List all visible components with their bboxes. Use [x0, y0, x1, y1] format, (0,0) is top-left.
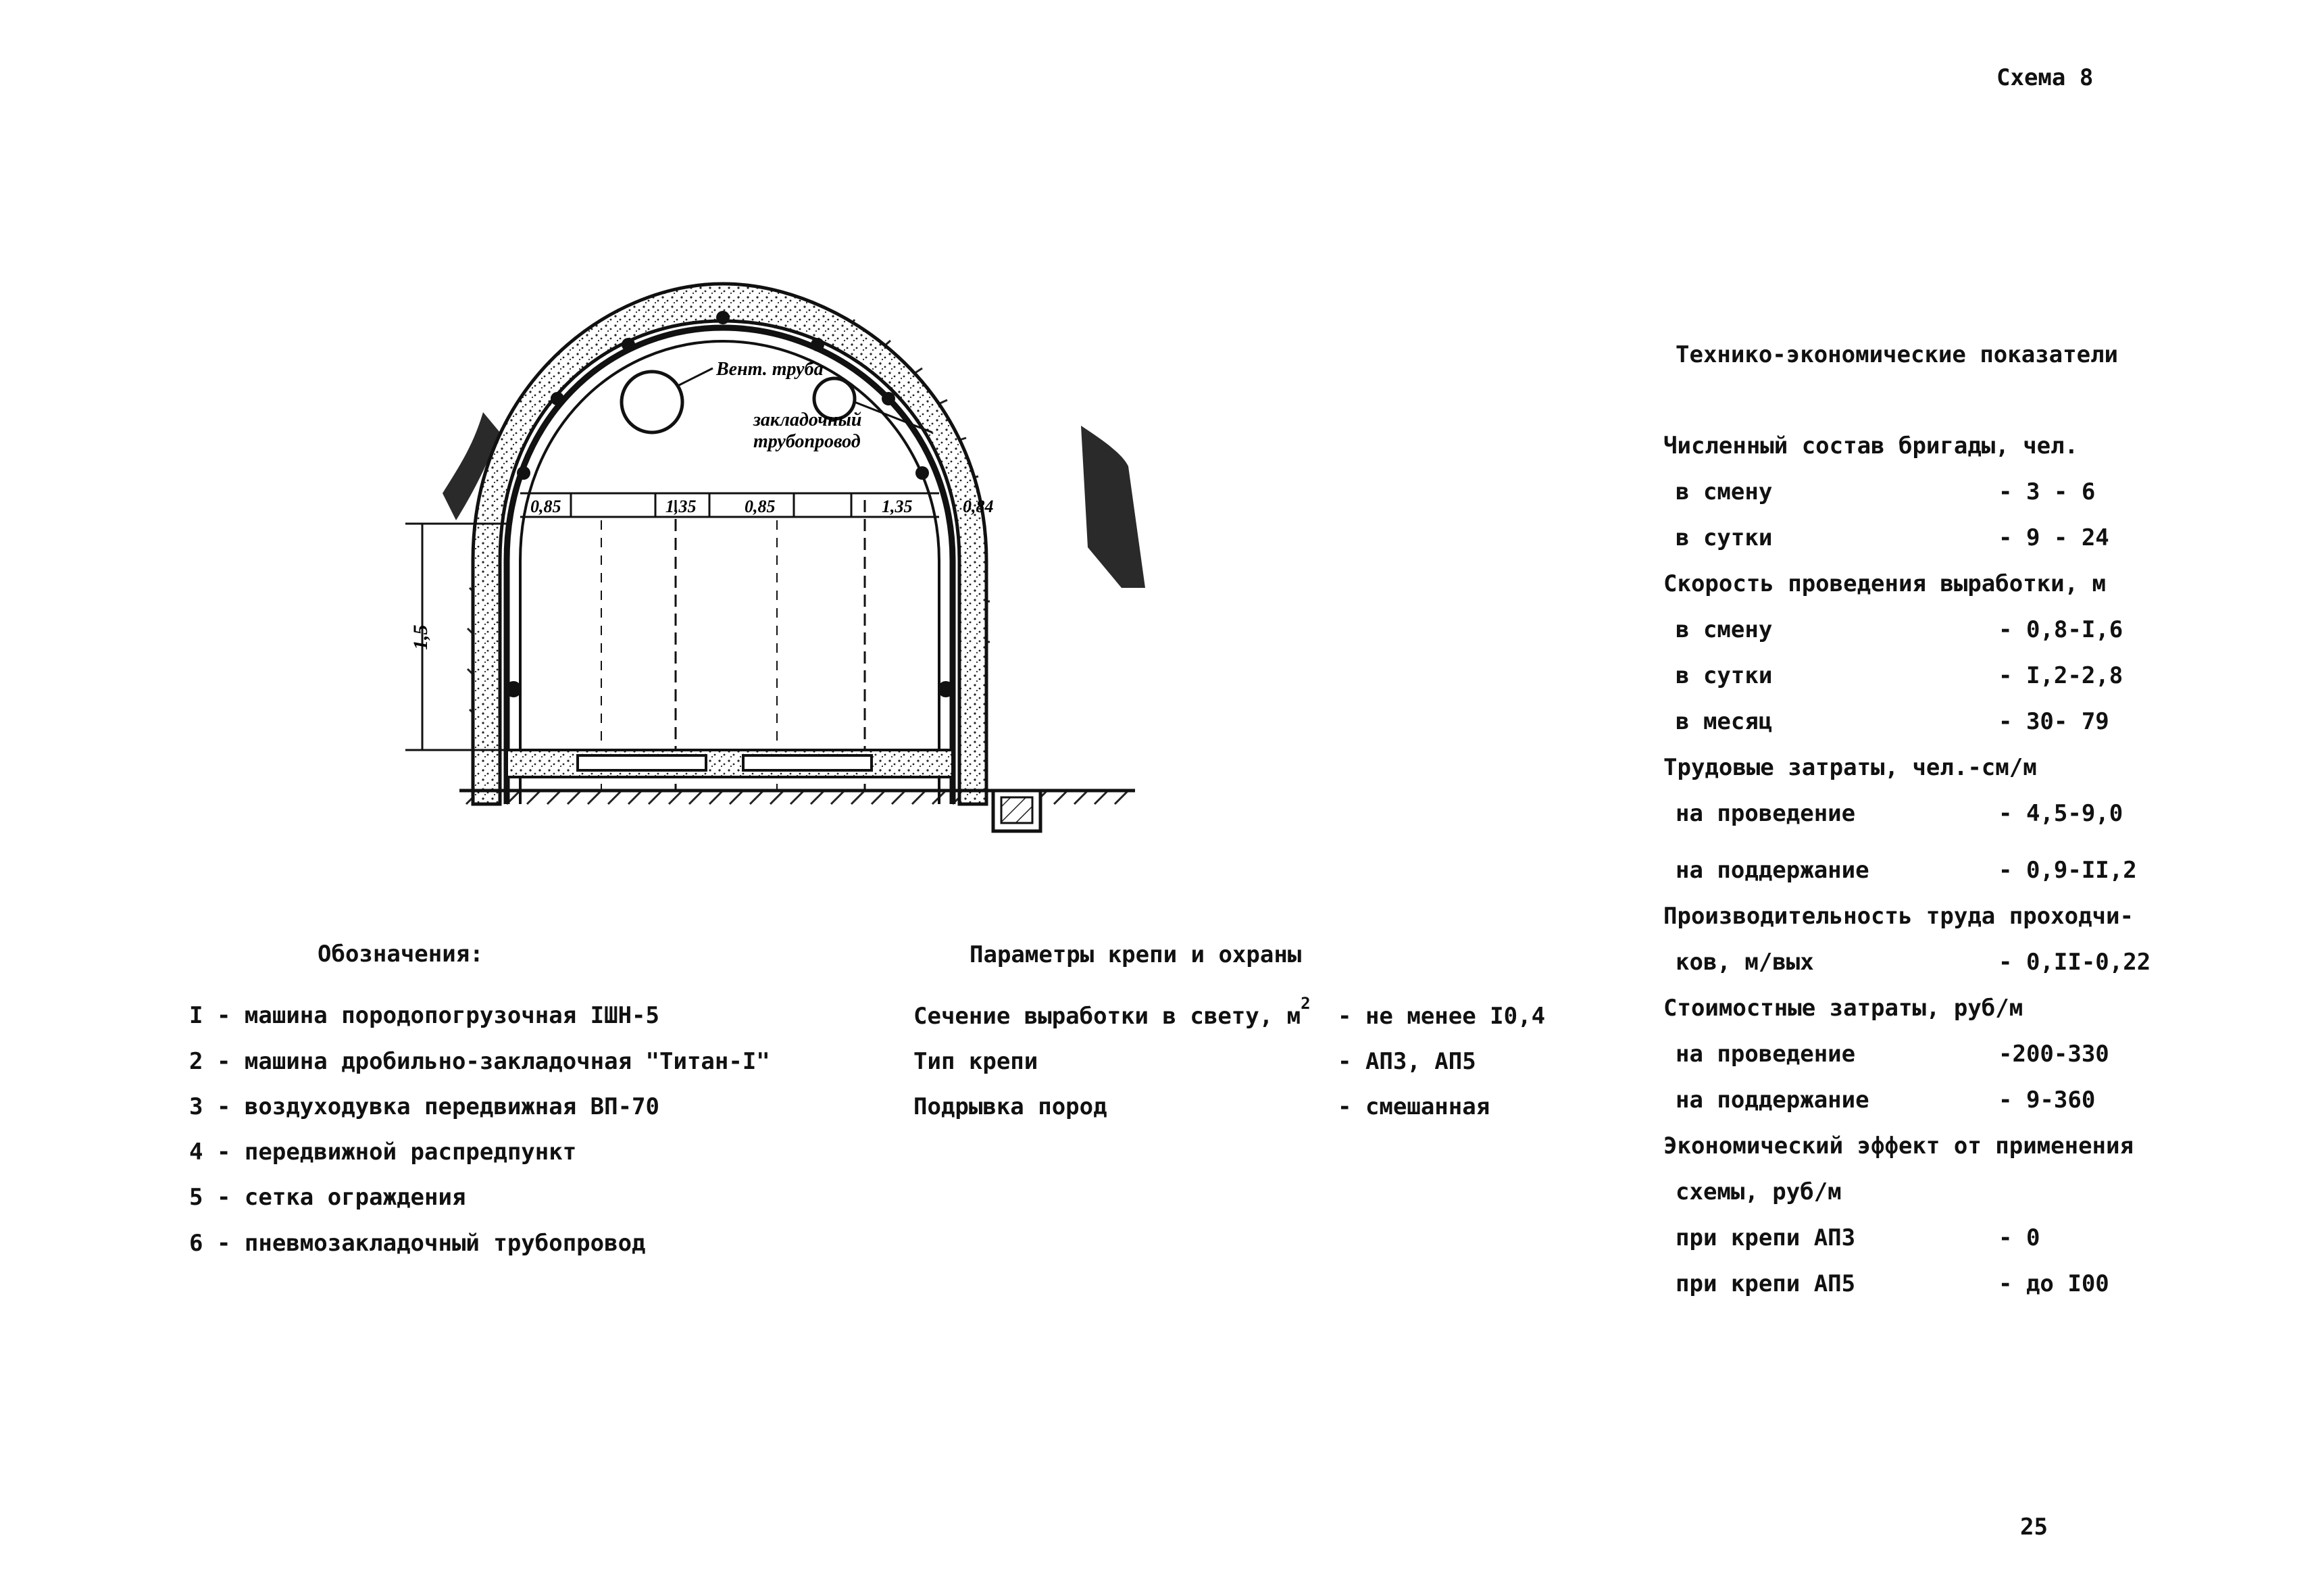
legend-item: 2 - машина дробильно-закладочная "Титан-…: [189, 1048, 770, 1075]
crusher-machine: [742, 754, 873, 772]
page-number: 25: [2020, 1514, 2048, 1541]
height-dimension: [405, 522, 507, 751]
tech-row-label: Скорость проведения выработки, м: [1663, 570, 2107, 597]
tech-row-label: на поддержание: [1676, 1087, 1869, 1114]
tech-row-label: при крепи АП5: [1676, 1270, 1856, 1297]
tech-row-label: на проведение: [1676, 800, 1856, 827]
legend-item-number: 6: [189, 1230, 203, 1257]
legend-item-text: пневмозакладочный трубопровод: [244, 1230, 646, 1257]
label-vent-pipe: Вент. труба: [715, 359, 824, 380]
tech-row-label: в смену: [1676, 478, 1773, 505]
tech-row-value: - 30- 79: [1998, 708, 2109, 735]
legend-item-number: 5: [189, 1184, 203, 1211]
floor-backfill: [505, 749, 954, 778]
tech-row-value: - до I00: [1998, 1270, 2109, 1297]
tech-row-value: - 9 - 24: [1998, 524, 2109, 551]
tech-row-label: на проведение: [1676, 1041, 1856, 1068]
legend-item: 3 - воздуходувка передвижная ВП-70: [189, 1093, 659, 1120]
arch-bolts: [505, 311, 954, 697]
tech-row-value: - 3 - 6: [1998, 478, 2096, 505]
tech-row-label: Экономический эффект от применения: [1663, 1132, 2134, 1159]
scheme-label: Схема 8: [1996, 64, 2094, 91]
arch-support: [503, 324, 956, 804]
tech-title: Технико-экономические показатели: [1676, 341, 2119, 368]
legend-item: I - машина породопогрузочная IШН-5: [189, 1002, 659, 1029]
tech-row-label: в месяц: [1676, 708, 1773, 735]
params-row-value: - смешанная: [1338, 1093, 1490, 1120]
loader-machine: [576, 754, 707, 772]
legend-item-text: передвижной распредпункт: [244, 1139, 577, 1166]
params-row-label: Сечение выработки в свету, м: [913, 1003, 1301, 1030]
tech-row-label: в сутки: [1676, 524, 1773, 551]
rock-mass-right: [1081, 426, 1145, 588]
tech-row-label: схемы, руб/м: [1676, 1178, 1842, 1205]
params-row-value: - АПЗ, АП5: [1338, 1048, 1476, 1075]
params-row-sup: 2: [1301, 994, 1311, 1013]
tech-row-label: Производительность труда проходчи-: [1663, 903, 2134, 930]
params-row-value: - не менее I0,4: [1338, 1003, 1546, 1030]
legend-item-number: 3: [189, 1093, 203, 1120]
tech-row-label: в смену: [1676, 616, 1773, 643]
tech-row-label: на поддержание: [1676, 857, 1869, 884]
label-backfill-pipe-2: трубопровод: [753, 431, 861, 452]
params-title: Параметры крепи и охраны: [970, 941, 1302, 968]
backfill-pipe: [812, 376, 857, 421]
tech-row-label: при крепи АПЗ: [1676, 1224, 1856, 1251]
legend-item-text: сетка ограждения: [244, 1184, 466, 1211]
legend-item-number: 2: [189, 1048, 203, 1075]
tech-row-value: - 0,8-I,6: [1998, 616, 2123, 643]
dim-3: 0,85: [745, 497, 776, 516]
tech-row-label: ков, м/вых: [1676, 949, 1814, 976]
tech-row-value: - 9-360: [1998, 1087, 2096, 1114]
params-row-label: Тип крепи: [913, 1048, 1038, 1075]
tech-row-value: -200-330: [1998, 1041, 2109, 1068]
legend-item: 5 - сетка ограждения: [189, 1184, 466, 1211]
legend-item-number: 4: [189, 1139, 203, 1166]
legend-item: 6 - пневмозакладочный трубопровод: [189, 1230, 646, 1257]
tech-row-value: - 0,9-II,2: [1998, 857, 2137, 884]
legend-item-text: машина породопогрузочная IШН-5: [244, 1002, 659, 1029]
rock-mass-left: [443, 412, 500, 520]
tunnel-cross-section-diagram: Вент. труба закладочный трубопровод 0,85…: [405, 282, 1145, 833]
tech-row-value: - 0: [1998, 1224, 2040, 1251]
legend-item-text: машина дробильно-закладочная "Титан-I": [244, 1048, 770, 1075]
height-label: 1,5: [409, 625, 432, 651]
tech-row-value: - 0,II-0,22: [1998, 949, 2151, 976]
tech-row-value: - 4,5-9,0: [1998, 800, 2123, 827]
legend-title: Обозначения:: [318, 941, 484, 968]
params-row-label: Подрывка пород: [913, 1093, 1107, 1120]
legend-item: 4 - передвижной распредпункт: [189, 1139, 577, 1166]
dim-1: 0,85: [530, 497, 561, 516]
legend-item-number: I: [189, 1002, 203, 1029]
dim-5: 0,84: [963, 497, 994, 516]
tech-row-label: Стоимостные затраты, руб/м: [1663, 995, 2023, 1022]
tech-row-value: - I,2-2,8: [1998, 662, 2123, 689]
tech-row-label: в сутки: [1676, 662, 1773, 689]
dim-2: 1,35: [665, 497, 697, 516]
ventilation-pipe: [620, 370, 684, 434]
dim-4: 1,35: [882, 497, 913, 516]
legend-item-text: воздуходувка передвижная ВП-70: [244, 1093, 659, 1120]
tech-row-label: Трудовые затраты, чел.-см/м: [1663, 754, 2037, 781]
params-row: Сечение выработки в свету, м2: [913, 995, 1311, 1030]
dimension-row: [520, 492, 939, 518]
backfill-layer: [471, 282, 988, 806]
label-backfill-pipe-1: закладочный: [753, 409, 861, 430]
tech-row-label: Численный состав бригады, чел.: [1663, 432, 2079, 459]
